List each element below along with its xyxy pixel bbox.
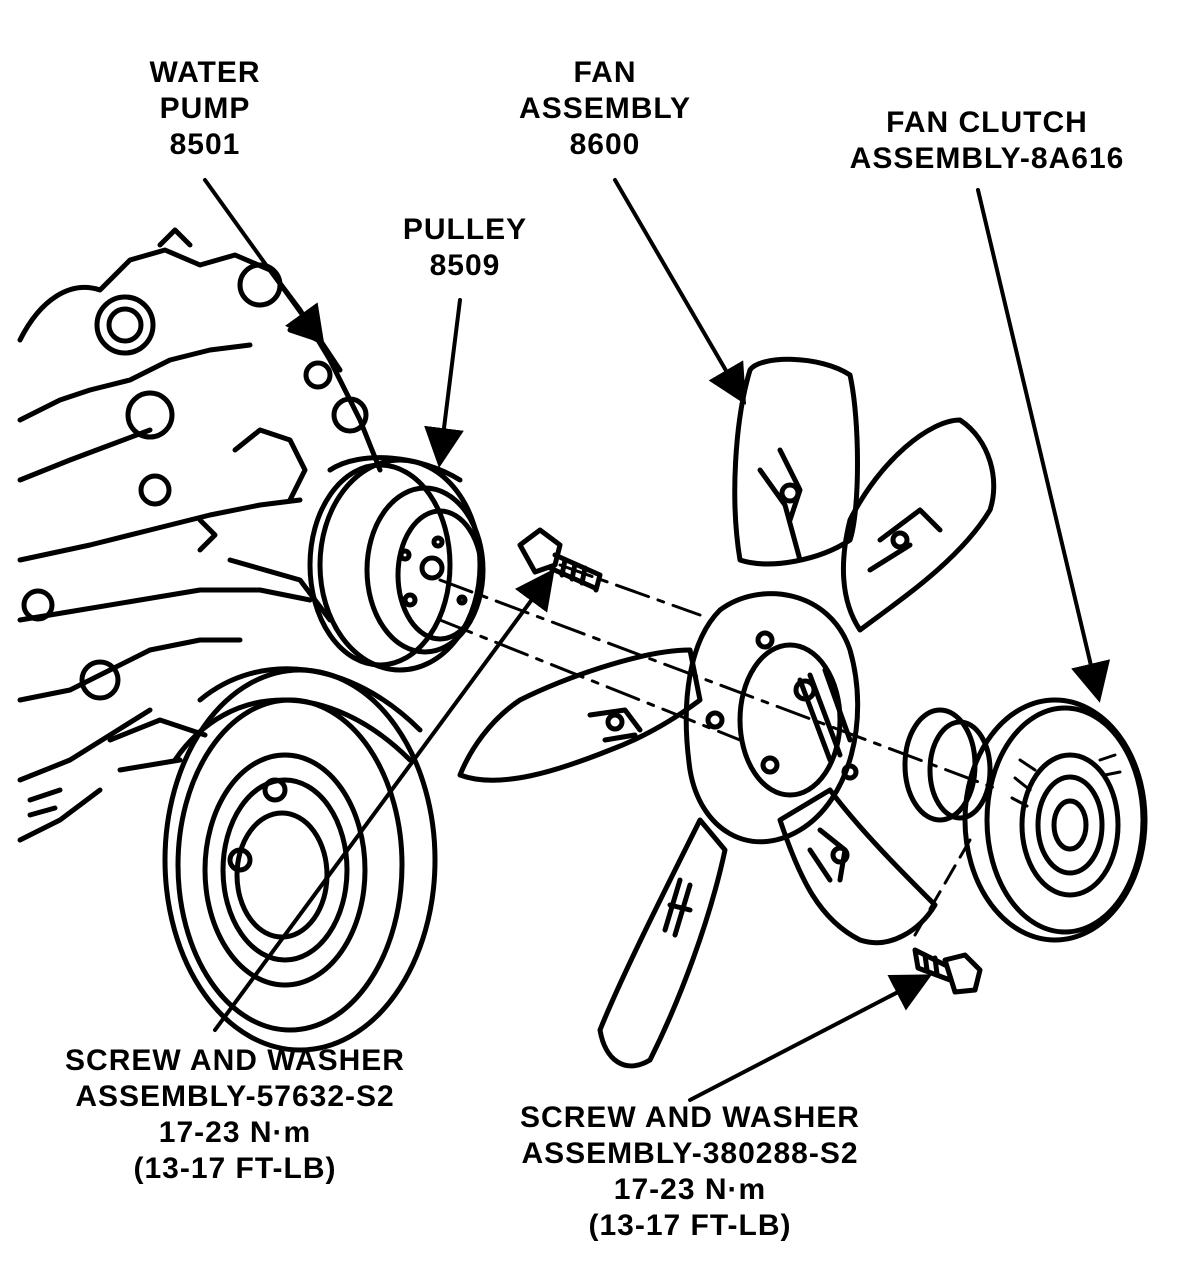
fan-clutch-label: FAN CLUTCH ASSEMBLY-8A616 [849,106,1125,175]
screw-1-label: SCREW AND WASHER ASSEMBLY-57632-S2 17-23… [65,1044,405,1185]
screw-and-washer-2 [912,947,983,995]
arrow-fan-clutch [976,188,1111,703]
engine-block [17,227,383,843]
water-pump-label: WATER PUMP 8501 [149,56,261,161]
arrow-screw-2 [688,974,933,1102]
arrow-screw-1 [213,568,555,1032]
arrow-water-pump [203,178,325,347]
arrow-pulley [424,298,464,468]
fan-assembly-label: FAN ASSEMBLY 8600 [519,56,691,161]
pulley-label: PULLEY 8509 [402,213,528,282]
fan-clutch [902,697,1148,943]
crankshaft-pulley [162,666,438,1053]
water-pump-pulley [307,455,486,673]
arrow-fan-assembly [613,178,747,405]
screw-and-washer-1 [517,527,603,593]
fan-blades [457,356,997,1069]
leader-arrows [203,178,1111,1102]
screw-2-label: SCREW AND WASHER ASSEMBLY-380288-S2 17-2… [520,1101,860,1242]
